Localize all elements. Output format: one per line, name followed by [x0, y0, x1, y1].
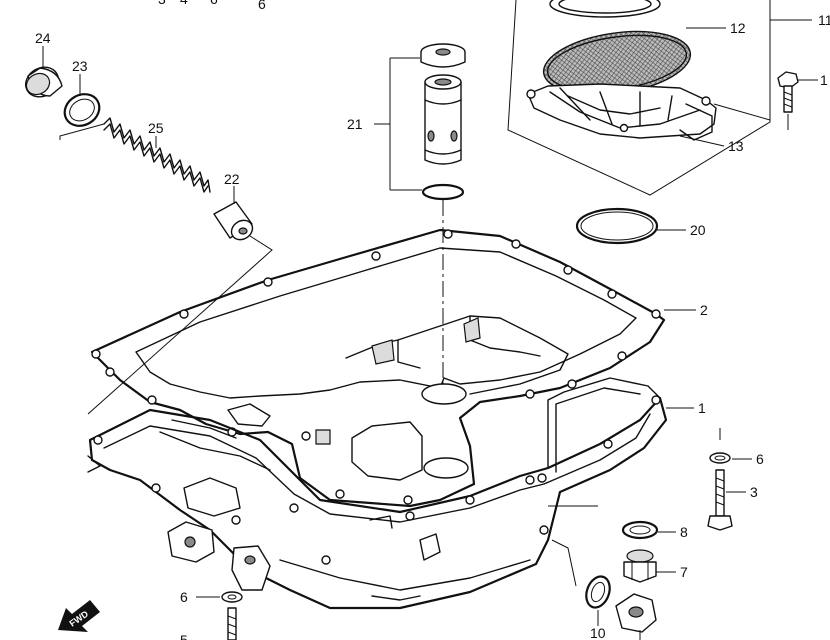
- plug-24: [24, 66, 63, 98]
- callout-12: 12: [730, 20, 746, 36]
- callout-3-top: 3: [158, 0, 166, 7]
- gasket-bolt-holes: [91, 229, 661, 505]
- valve-piston-22: [213, 201, 254, 241]
- oil-pan: [87, 315, 668, 610]
- callout-24: 24: [35, 30, 51, 46]
- callout-11: 11: [818, 12, 830, 28]
- washer-8: [621, 520, 659, 540]
- callout-3-right: 3: [750, 484, 758, 500]
- fwd-arrow-icon: FWD: [58, 600, 100, 632]
- oil-strainer-group: [507, 0, 799, 196]
- pan-bolt-3: [707, 452, 733, 531]
- callout-20: 20: [690, 222, 706, 238]
- o-ring-20: [575, 207, 659, 245]
- pan-bolt-5: [221, 591, 243, 640]
- callout-1-pan: 1: [698, 400, 706, 416]
- gasket-10: [585, 575, 611, 609]
- relief-valve-assembly: [420, 43, 466, 201]
- callout-10: 10: [590, 625, 606, 640]
- oil-pan-gasket: [90, 228, 666, 508]
- strainer-body: [526, 83, 717, 141]
- callout-1-bolt: 1: [820, 72, 828, 88]
- callout-21: 21: [347, 116, 363, 132]
- callout-2: 2: [700, 302, 708, 318]
- callout-6-top-a: 6: [210, 0, 218, 7]
- callout-4-top: 4: [180, 0, 188, 7]
- callout-7: 7: [680, 564, 688, 580]
- callout-5-left: 5: [180, 632, 188, 640]
- callout-8: 8: [680, 524, 688, 540]
- callout-23: 23: [72, 58, 88, 74]
- gasket-23: [63, 93, 101, 127]
- plug-9: [615, 593, 657, 633]
- callout-6-left: 6: [180, 589, 188, 605]
- callout-6-right: 6: [756, 451, 764, 467]
- spring-25: [103, 117, 211, 193]
- pan-bolt-holes: [93, 395, 661, 565]
- strainer-bolt: [777, 71, 799, 113]
- callout-22: 22: [224, 171, 240, 187]
- callout-25: 25: [148, 120, 164, 136]
- callout-6-top-b: 6: [258, 0, 266, 12]
- callout-13: 13: [728, 138, 744, 154]
- drain-plug-7: [623, 549, 657, 583]
